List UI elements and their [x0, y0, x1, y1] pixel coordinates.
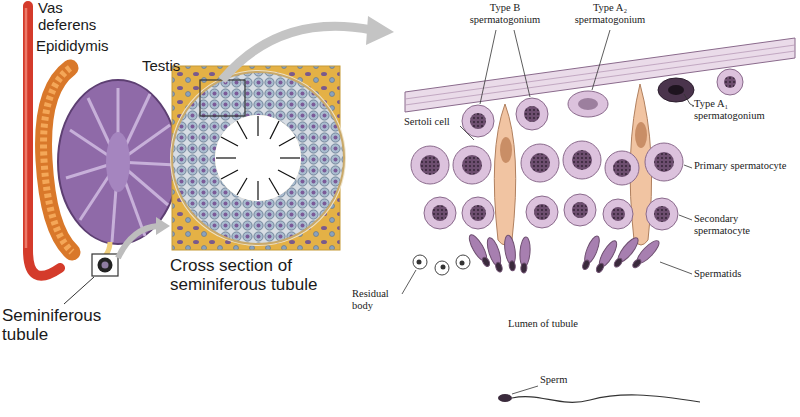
epithelium-drawing [402, 30, 795, 402]
zoom-arrow [222, 16, 394, 80]
tubule-cross-section [170, 66, 346, 250]
part-label: Cross section of seminiferous tubule [170, 256, 370, 294]
part-label: Epididymis [36, 38, 126, 55]
part-label: Vas deferens [38, 0, 108, 34]
part-label: Secondary spermatocyte [694, 213, 796, 237]
part-label: Type B spermatogonium [458, 2, 552, 26]
part-label: Testis [142, 58, 202, 75]
part-label: Sperm [540, 374, 600, 386]
part-label: Primary spermatocyte [694, 160, 796, 172]
part-label: Type A₁ spermatogonium [694, 98, 796, 122]
part-label: Lumen of tubule [508, 318, 608, 330]
part-label: Sertoli cell [404, 116, 462, 128]
zoom-arrow [118, 217, 170, 258]
part-label: Seminiferous tubule [2, 306, 114, 344]
part-label: Type A₂ spermatogonium [563, 2, 657, 26]
testis-drawing [26, 6, 178, 304]
part-label: Residual body [352, 288, 402, 312]
part-label: Spermatids [694, 268, 796, 280]
